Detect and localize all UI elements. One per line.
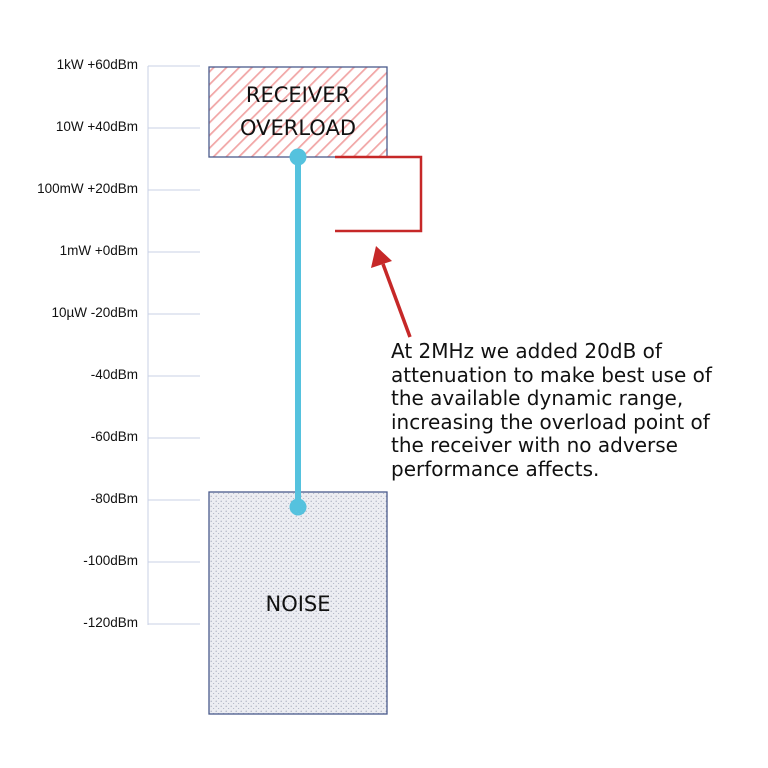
- annotation-arrow-shaft: [381, 263, 412, 338]
- y-axis-tick-label: -120dBm: [83, 615, 138, 630]
- annotation-line-6: performance affects.: [391, 456, 600, 481]
- y-axis-tick-label: 10µW -20dBm: [51, 305, 138, 320]
- receiver-overload-box: [208, 66, 388, 158]
- annotation-arrow-head: [371, 246, 392, 268]
- y-axis-gridlines: [148, 65, 200, 625]
- noise-label: NOISE: [265, 592, 331, 616]
- y-axis-tick-label: -40dBm: [90, 367, 138, 382]
- noise-box: [208, 491, 388, 715]
- attenuation-annotation: At 2MHz we added 20dB of attenuation to …: [391, 339, 763, 481]
- annotation-line-1: At 2MHz we added 20dB of: [391, 339, 662, 363]
- annotation-line-4: increasing the overload point of: [391, 409, 710, 434]
- receiver-overload-line-1: RECEIVER: [245, 83, 351, 107]
- attenuation-bracket: [335, 155, 423, 233]
- annotation-line-3: the available dynamic range,: [391, 386, 684, 410]
- y-axis-tick-label: 10W +40dBm: [55, 119, 138, 134]
- y-axis-tick-label: 100mW +20dBm: [37, 181, 138, 196]
- y-axis-tick-label: -100dBm: [83, 553, 138, 568]
- overload-point-marker: [289, 148, 307, 166]
- y-axis-tick-label: 1mW +0dBm: [59, 243, 138, 258]
- receiver-overload-label: RECEIVER OVERLOAD: [209, 79, 387, 145]
- annotation-line-5: the receiver with no adverse: [391, 433, 678, 457]
- y-axis-tick-label: -80dBm: [90, 491, 138, 506]
- annotation-line-2: attenuation to make best use of: [391, 362, 712, 387]
- receiver-overload-line-2: OVERLOAD: [239, 116, 357, 140]
- noise-floor-marker: [289, 498, 307, 516]
- y-axis-tick-label: 1kW +60dBm: [56, 57, 138, 72]
- y-axis-tick-label: -60dBm: [90, 429, 138, 444]
